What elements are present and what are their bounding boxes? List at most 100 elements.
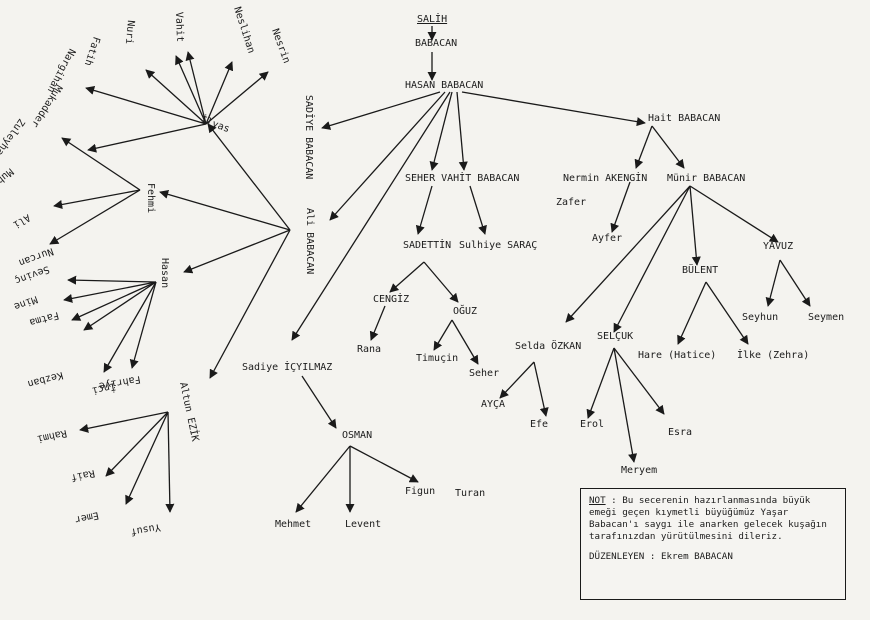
connector-arrow (765, 259, 781, 307)
person-fahriye: Fahriye (98, 373, 141, 391)
connector-arrow (461, 91, 646, 127)
person-osman: OSMAN (342, 430, 372, 441)
connector-arrow (125, 411, 169, 505)
connector-arrow (321, 91, 441, 130)
connector-arrow (389, 261, 425, 293)
person-seymen: Seymen (808, 312, 844, 323)
person-altun-ezik: Altun EZİK (177, 381, 202, 443)
connector-arrow (301, 375, 337, 429)
tree-connectors (49, 26, 811, 513)
connector-arrow (779, 259, 811, 307)
person-yusuf: Yusuf (130, 521, 162, 537)
person-figun: Figun (405, 486, 435, 497)
person-ayca: AYÇA (481, 399, 505, 410)
note-box: NOT : Bu secerenin hazırlanmasında büyük… (580, 488, 846, 600)
connector-arrow (209, 229, 291, 379)
person-mehmet: Mehmet (275, 519, 311, 530)
person-babacan: BABACAN (415, 38, 457, 49)
connector-arrow (651, 125, 685, 169)
person-bulent: BÜLENT (682, 263, 718, 276)
connector-arrow (451, 319, 479, 365)
connector-arrow (613, 347, 638, 463)
person-vahit: Vahit (173, 12, 185, 42)
connector-arrow (429, 91, 453, 171)
connector-arrow (85, 85, 207, 125)
person-salih: SALİH (417, 12, 447, 25)
connector-arrow (423, 261, 459, 303)
connector-arrow (87, 123, 207, 153)
connector-arrow (705, 281, 749, 345)
connector-arrow (499, 361, 535, 399)
person-emer: Emer (74, 509, 100, 525)
connector-arrow (105, 411, 169, 477)
person-fatih: Fatih (82, 35, 102, 67)
connector-arrow (53, 189, 141, 209)
connector-arrow (291, 91, 451, 341)
person-kezban: Kezban (26, 369, 64, 389)
connector-arrow (145, 69, 207, 125)
connector-arrow (83, 281, 157, 331)
person-nesrin: Nesrin (269, 27, 292, 65)
connector-arrow (565, 185, 691, 323)
connector-arrow (677, 281, 707, 345)
connector-arrow (103, 281, 157, 373)
person-erol: Erol (580, 419, 604, 430)
person-ali-babacan: Ali BABACAN (304, 208, 315, 274)
person-seher-vahit: SEHER VAHİT BABACAN (405, 171, 519, 184)
person-munir-babacan: Münir BABACAN (667, 173, 745, 184)
connector-arrow (71, 281, 157, 321)
connector-arrow (415, 185, 433, 235)
connector-arrow (369, 305, 386, 341)
person-fatma: Fatma (28, 309, 60, 327)
connector-arrow (329, 91, 446, 221)
person-turan: Turan (455, 488, 485, 499)
person-efe: Efe (530, 419, 548, 430)
connector-arrow (165, 411, 175, 513)
person-sulhiye-sarac: Sulhiye SARAÇ (459, 240, 537, 251)
person-fehmi: Fehmi (145, 183, 156, 213)
connector-arrow (533, 361, 549, 417)
connector-arrow (469, 185, 487, 235)
person-oguz: OĞUZ (453, 304, 477, 317)
person-nuri: Nuri (123, 20, 136, 45)
person-ayfer: Ayfer (592, 233, 622, 244)
connector-arrow (159, 189, 291, 231)
person-neslihan: Neslihan (231, 6, 256, 55)
connector-arrow (79, 411, 169, 433)
person-selcuk: SELÇUK (597, 331, 633, 342)
connector-arrow (586, 347, 615, 419)
person-sevinc: Sevinç (13, 263, 51, 286)
person-selda-ozkan: Selda ÖZKAN (515, 339, 581, 352)
editor-label: DÜZENLEYEN (589, 551, 645, 562)
person-sadettin: SADETTİN (403, 238, 451, 251)
person-nurcan: Nurcan (17, 245, 55, 268)
editor-name: : Ekrem BABACAN (649, 551, 733, 562)
person-rana: Rana (357, 344, 381, 355)
person-rahmi: Rahmi (36, 427, 68, 444)
person-hait-babacan: Hait BABACAN (648, 113, 720, 124)
person-sadiye-icyilmaz: Sadiye İÇYILMAZ (242, 360, 332, 373)
person-muhammer: Muhammer (0, 166, 15, 205)
connector-arrow (613, 347, 665, 415)
person-ali: Ali (11, 211, 32, 230)
connector-arrow (207, 123, 291, 231)
person-sadiye-babacan: SADİYE BABACAN (303, 95, 316, 179)
connector-arrow (433, 319, 453, 351)
note-text: : Bu secerenin hazırlanmasında büyük eme… (589, 495, 827, 542)
person-hasan: Hasan (159, 258, 170, 288)
connector-arrow (183, 229, 291, 274)
person-zafer: Zafer (556, 197, 586, 208)
person-esra: Esra (668, 427, 692, 438)
connector-arrow (205, 61, 234, 125)
connector-arrow (205, 71, 269, 125)
connector-arrow (689, 185, 779, 243)
connector-arrow (634, 125, 653, 169)
person-hare-hatice: Hare (Hatice) (638, 350, 716, 361)
person-mine: Mine (12, 293, 38, 312)
person-timucin: Timuçin (416, 353, 458, 364)
connector-arrow (129, 281, 157, 369)
connector-arrow (349, 445, 419, 483)
person-meryem: Meryem (621, 465, 657, 476)
connector-arrow (175, 55, 207, 125)
